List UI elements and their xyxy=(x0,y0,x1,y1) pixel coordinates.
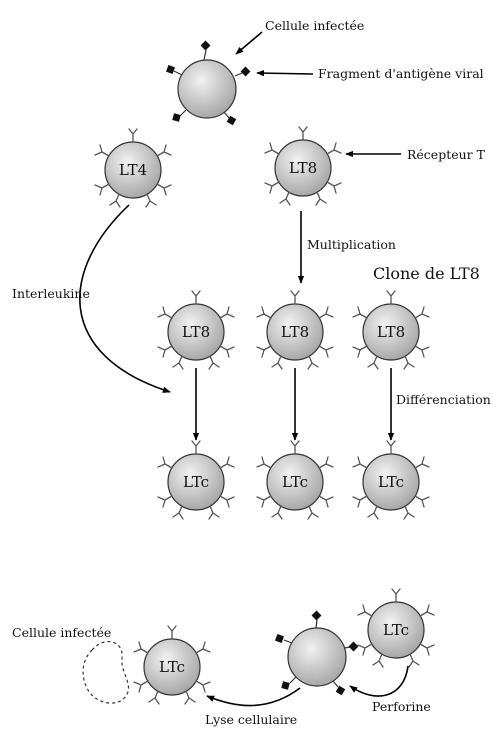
antigen-fragment-icon xyxy=(311,610,322,629)
antigen-fragment-icon xyxy=(281,676,297,690)
label-cell-lysis: Lyse cellulaire xyxy=(205,712,297,727)
label-multiplication: Multiplication xyxy=(307,237,396,252)
t-receptor-icon xyxy=(256,290,334,370)
ltc-killer-cell: LTc xyxy=(357,588,435,668)
label-t-receptor: Récepteur T xyxy=(407,147,486,162)
clone-lt8-cell: LT8 xyxy=(256,290,334,370)
lt8-cell: LT8 xyxy=(264,126,342,206)
lt4-label: LT4 xyxy=(119,161,147,179)
antigen-fragment-icon xyxy=(343,641,359,652)
arrow-infected-cell xyxy=(235,31,263,55)
clone-lt8-label: LT8 xyxy=(281,323,309,341)
ltc-cell: LTc xyxy=(256,440,334,520)
label-differentiation: Différenciation xyxy=(396,392,491,407)
t-receptor-icon xyxy=(352,290,430,370)
lt8-label: LT8 xyxy=(289,159,317,177)
label-clone-title: Clone de LT8 xyxy=(373,264,480,283)
ltc-label: LTc xyxy=(378,473,404,491)
infected-cell-top xyxy=(166,40,251,126)
arrow-cell-lysis xyxy=(206,687,301,707)
t-receptor-icon xyxy=(256,440,334,520)
t-receptor-icon xyxy=(133,625,211,705)
label-interleukin: Interleukine xyxy=(12,286,90,301)
label-perforin: Perforine xyxy=(372,699,431,714)
ltc-label: LTc xyxy=(282,473,308,491)
label-viral-antigen: Fragment d'antigène viral xyxy=(318,66,484,81)
antigen-fragment-icon xyxy=(234,66,251,77)
ltc-after-lysis-cell: LTc xyxy=(133,625,211,705)
clone-lt8-label: LT8 xyxy=(182,323,210,341)
arrow-viral-antigen xyxy=(256,69,314,77)
antigen-fragment-icon xyxy=(166,65,183,76)
antigen-fragment-icon xyxy=(172,109,187,122)
lt4-cell: LT4 xyxy=(94,128,172,208)
clone-lt8-label: LT8 xyxy=(377,323,405,341)
ltc-killer-label: LTc xyxy=(383,621,409,639)
t-receptor-icon xyxy=(264,126,342,206)
t-receptor-icon xyxy=(352,440,430,520)
ltc-cell: LTc xyxy=(352,440,430,520)
ltc-label: LTc xyxy=(183,473,209,491)
t-receptor-icon xyxy=(94,128,172,208)
label-infected-cell-top: Cellule infectée xyxy=(265,18,364,33)
arrow-perforin xyxy=(349,665,409,697)
target-infected-cell xyxy=(275,610,359,696)
ltc-after-lysis-label: LTc xyxy=(159,658,185,676)
t-receptor-icon xyxy=(157,440,235,520)
antigen-fragment-icon xyxy=(200,40,211,61)
t-receptor-icon xyxy=(157,290,235,370)
clone-lt8-cell: LT8 xyxy=(352,290,430,370)
label-infected-cell-bottom: Cellule infectée xyxy=(12,625,111,640)
ltc-cell: LTc xyxy=(157,440,235,520)
t-receptor-icon xyxy=(357,588,435,668)
antigen-fragment-icon xyxy=(275,634,293,644)
lysed-infected-cell xyxy=(82,641,130,704)
antigen-fragment-icon xyxy=(332,680,346,696)
antigen-fragment-icon xyxy=(223,111,237,126)
arrow-interleukin xyxy=(79,204,171,393)
clone-lt8-cell: LT8 xyxy=(157,290,235,370)
